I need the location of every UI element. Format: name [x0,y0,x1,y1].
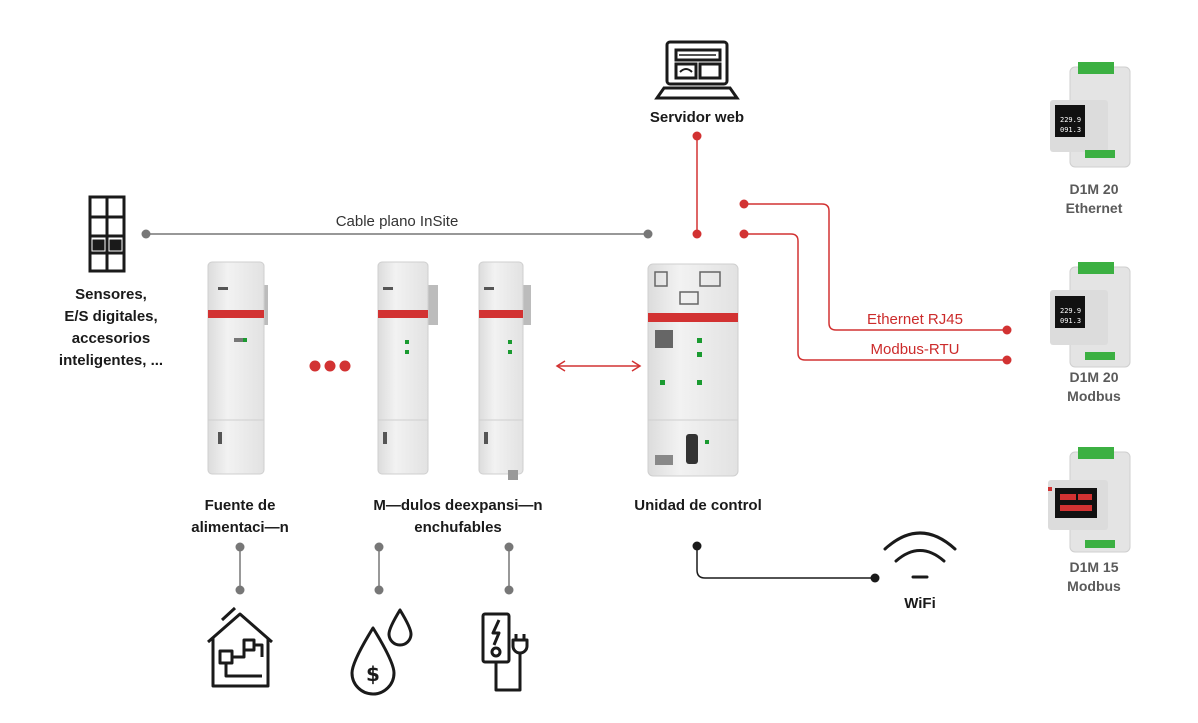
laptop-icon [654,40,740,100]
power-supply-label: Fuente de alimentaci—n [168,495,312,539]
meter-label-1-line-2: Ethernet [1065,200,1123,216]
meter-label-1-line-1: D1M 20 [1069,181,1119,197]
meter-label-1: D1M 20 Ethernet [1052,180,1136,218]
bus-double-arrow [555,360,642,372]
modbus-line [739,229,1012,365]
web-server-label: Servidor web [649,109,745,126]
control-unit-device [647,263,739,477]
expansion-module-2 [478,261,531,480]
modules-label-line-1: M—dulos deexpansi—n [373,497,543,514]
svg-text:229.9: 229.9 [1060,116,1081,124]
svg-text:$: $ [366,662,380,686]
modbus-rtu-label: Modbus-RTU [870,341,960,358]
wifi-label: WiFi [904,595,936,612]
meter-label-2: D1M 20 Modbus [1052,368,1136,406]
smart-home-icon [207,606,273,688]
meter-device-2: 229.9 091.3 [1050,262,1131,368]
ev-charger-icon [481,612,529,692]
power-supply-label-line-1: Fuente de [204,497,276,514]
power-supply-device [207,261,268,475]
meter-label-3: D1M 15 Modbus [1052,558,1136,596]
more-modules-dots [309,360,351,372]
flat-cable-label: Cable plano InSite [335,213,459,230]
ethernet-rj45-label: Ethernet RJ45 [867,311,963,328]
breaker-panel-icon [88,195,126,273]
flat-cable-line [141,229,653,239]
svg-text:091.3: 091.3 [1060,317,1081,325]
meter-label-2-line-2: Modbus [1067,388,1121,404]
sensors-label-line-1: Sensores, [75,286,147,303]
wifi-connector [692,541,880,583]
meter-device-3 [1048,447,1131,553]
lower-connectors [235,542,514,595]
ethernet-line [739,199,1012,335]
meter-device-1: 229.9 091.3 [1050,62,1131,168]
meter-label-2-line-1: D1M 20 [1069,369,1119,385]
power-supply-label-line-2: alimentaci—n [191,519,289,536]
modules-label-line-2: enchufables [414,519,502,536]
expansion-module-1 [377,261,438,475]
water-cost-icon: $ [350,608,413,696]
web-server-line [692,131,702,239]
sensors-label-line-4: inteligentes, ... [58,352,164,369]
sensors-label: Sensores, E/S digitales, accesorios inte… [36,284,186,372]
wifi-icon [883,531,957,579]
control-unit-label: Unidad de control [634,497,762,514]
svg-text:091.3: 091.3 [1060,126,1081,134]
svg-text:229.9: 229.9 [1060,307,1081,315]
sensors-label-line-3: accesorios [71,330,151,347]
sensors-label-line-2: E/S digitales, [64,308,158,325]
meter-label-3-line-2: Modbus [1067,578,1121,594]
modules-label: M—dulos deexpansi—n enchufables [346,495,570,539]
meter-label-3-line-1: D1M 15 [1069,559,1119,575]
